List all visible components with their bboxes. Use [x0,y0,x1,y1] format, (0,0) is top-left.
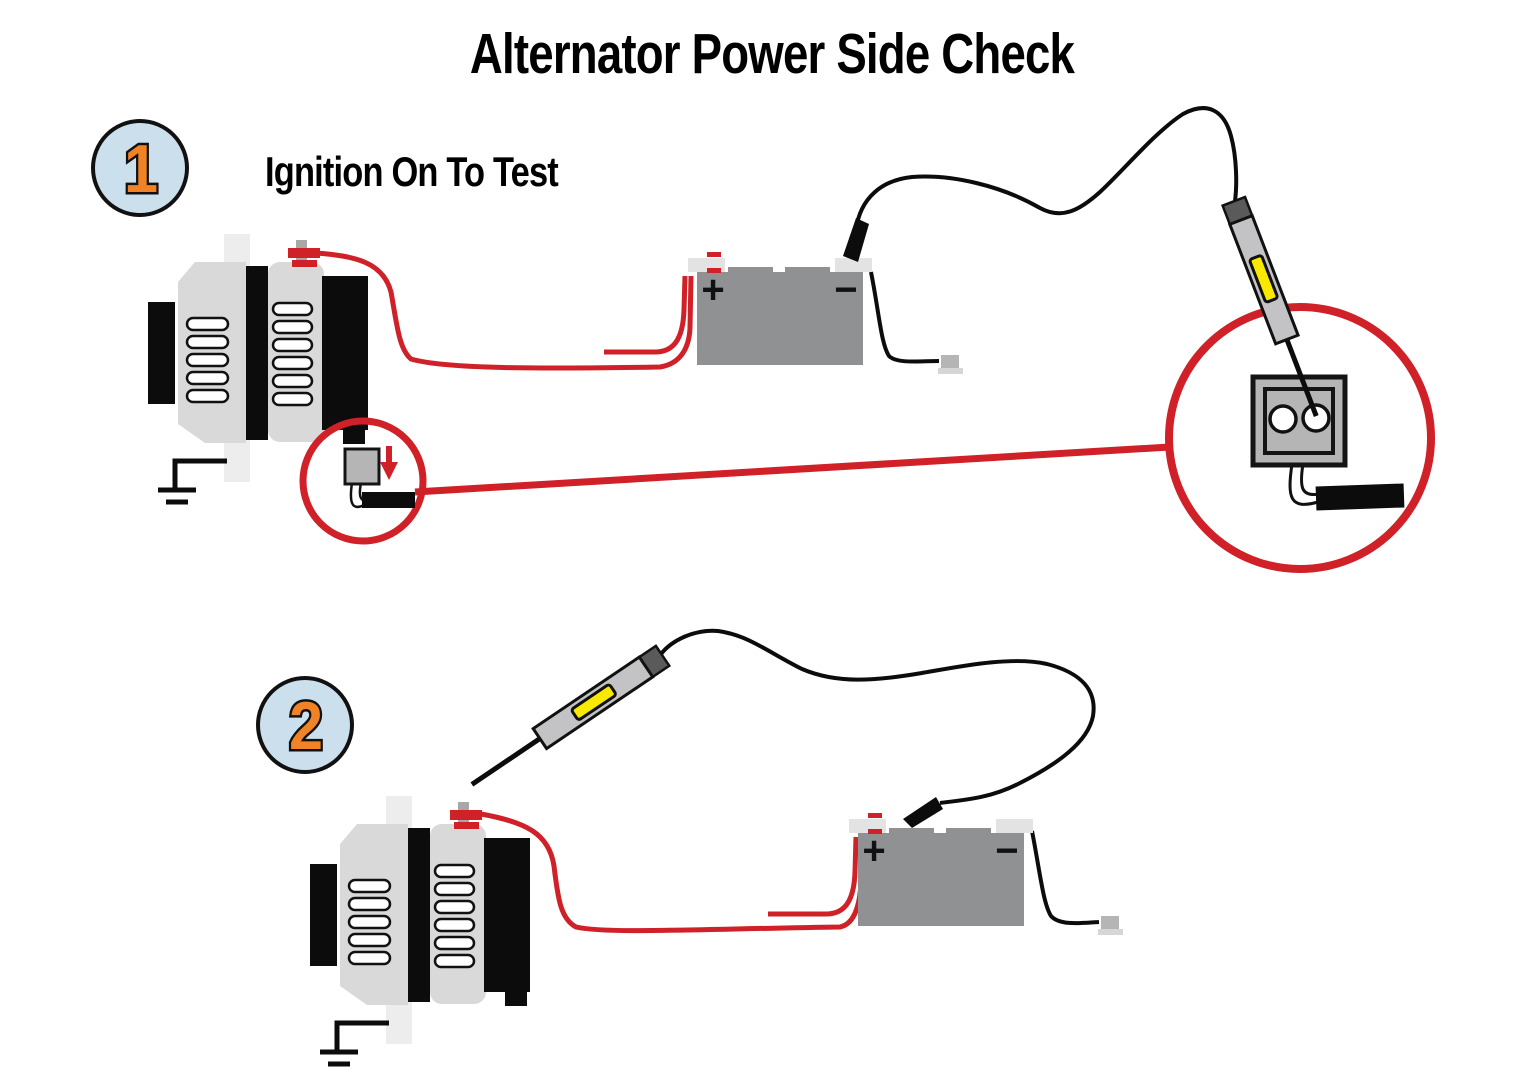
step-1-number: 1 [124,130,158,207]
negative-clip-1 [843,218,869,262]
page-title: Alternator Power Side Check [470,21,1075,85]
step-1-label: Ignition On To Test [265,149,559,196]
battery-ground-wire-1 [869,271,940,364]
step-2-badge [256,676,354,774]
step-1-badge [91,119,189,217]
plug-housing [343,447,381,486]
negative-clip-2 [903,797,943,828]
probe-wire-1 [854,106,1239,231]
probe-wire-2 [659,628,1096,805]
connector-plug-body [1315,483,1405,511]
connector-plug-large [1250,374,1405,511]
battery-ground-wire-2 [1030,830,1100,926]
alternator-output-wire-1-branch [604,275,688,355]
chassis-ground-connector-1 [938,355,963,374]
alternator-output-wire-2-branch [768,836,859,917]
battery-2 [849,813,1033,926]
connector-pin-hole-right [1301,403,1331,433]
test-light-probe-2 [465,646,669,795]
connector-plug-small [343,447,415,509]
chassis-ground-connector-2 [1098,916,1123,935]
leader-line [414,443,1171,496]
step-2-number: 2 [289,687,323,764]
connector-inner-frame [1263,387,1335,455]
alternator-output-wire-1 [315,250,694,371]
plug-connector-body [362,492,415,508]
connector-pin-hole-left [1268,404,1298,434]
alternator-1 [148,234,368,502]
battery-1 [688,252,872,365]
down-arrow-icon [380,446,398,480]
alternator-2 [310,796,530,1064]
alternator-output-wire-2 [480,811,865,934]
magnifier-small-circle [299,417,427,545]
